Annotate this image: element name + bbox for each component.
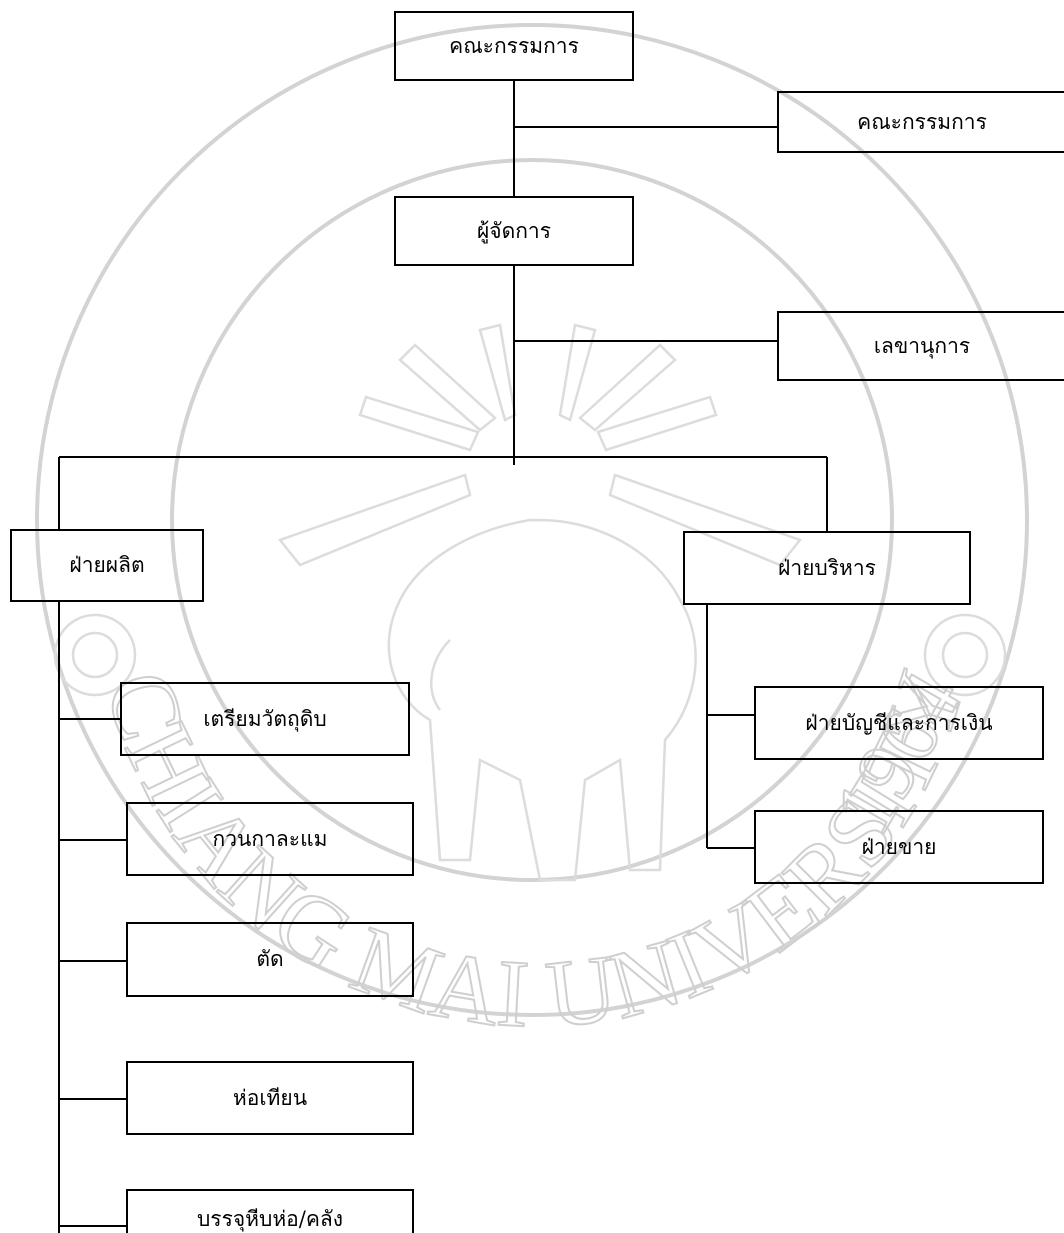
production-unit-box: ห่อเทียน [126, 1061, 414, 1135]
production-unit-box: บรรจุหีบห่อ/คลัง [126, 1189, 414, 1233]
production-unit-box: กวนกาละแม [126, 802, 414, 876]
advisory-board-box: คณะกรรมการ [777, 91, 1064, 153]
production-department-box: ฝ่ายผลิต [10, 529, 204, 602]
board-box: คณะกรรมการ [394, 11, 634, 81]
administration-unit-box: ฝ่ายบัญชีและการเงิน [754, 686, 1044, 760]
secretary-box: เลขานุการ [777, 311, 1064, 381]
production-unit-box: ตัด [126, 922, 414, 997]
manager-box: ผู้จัดการ [394, 196, 634, 266]
administration-department-box: ฝ่ายบริหาร [683, 531, 971, 605]
administration-unit-box: ฝ่ายขาย [754, 810, 1044, 884]
production-unit-box: เตรียมวัตถุดิบ [120, 682, 410, 756]
